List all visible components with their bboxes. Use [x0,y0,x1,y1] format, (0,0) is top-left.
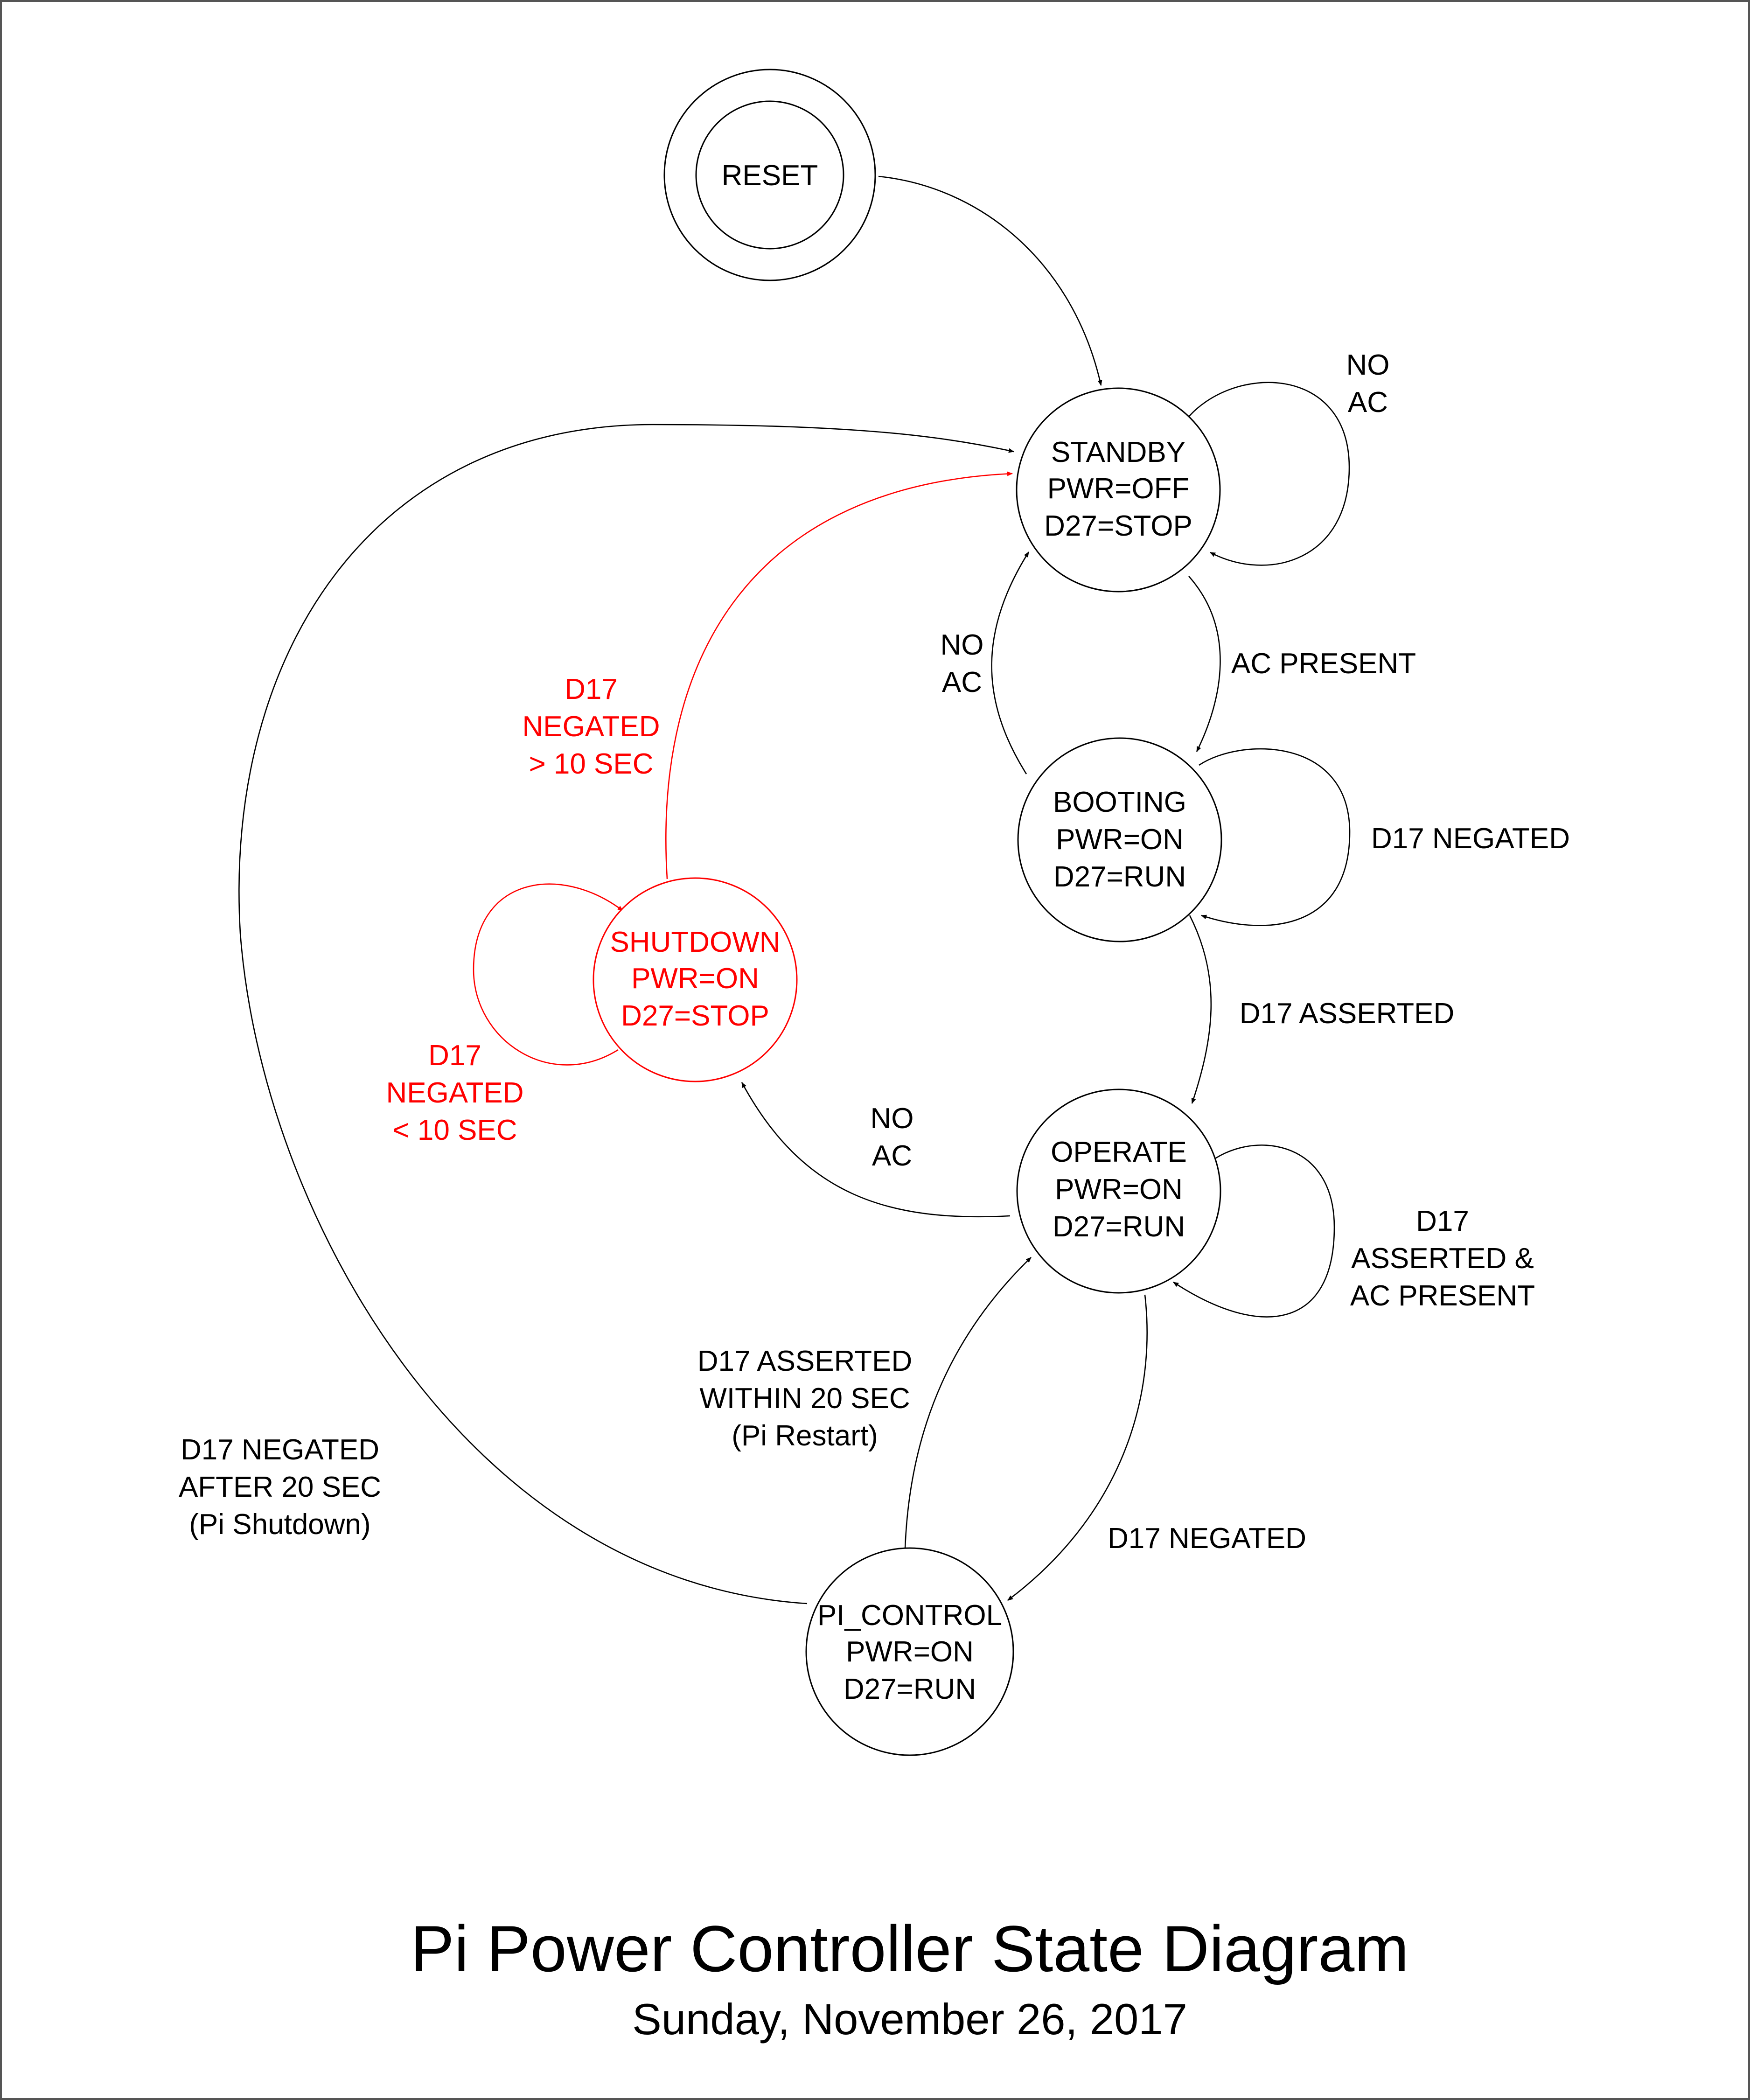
edge-operate-to-shutdown [741,1082,1011,1218]
label-picontrol-to-operate-line3: (Pi Restart) [732,1420,878,1452]
state-pi-control: PI_CONTROL PWR=ON D27=RUN [805,1547,1014,1756]
edge-booting-to-standby [991,551,1030,774]
label-operate-to-shutdown-line1: NO [871,1102,914,1135]
operate-circle [1016,1088,1221,1294]
label-shutdown-self-line2: NEGATED [386,1077,523,1109]
label-booting-to-standby: NO AC [941,629,984,698]
label-standby-to-booting: AC PRESENT [1231,648,1416,680]
edge-standby-self-loop [1185,382,1350,566]
label-picontrol-to-operate-line2: WITHIN 20 SEC [699,1382,910,1415]
pi-control-pwr: PWR=ON [846,1636,974,1668]
edge-operate-self-loop [1173,1144,1335,1318]
booting-name: BOOTING [1053,786,1186,818]
label-booting-to-operate: D17 ASSERTED [1240,998,1455,1030]
label-operate-to-shutdown-line2: AC [872,1140,912,1172]
edge-operate-to-picontrol [1007,1294,1148,1601]
shutdown-circle [593,877,798,1082]
label-operate-self-line3: AC PRESENT [1350,1280,1535,1312]
label-shutdown-self-line1: D17 [428,1040,481,1072]
label-picontrol-to-operate: D17 ASSERTED WITHIN 20 SEC (Pi Restart) [697,1345,913,1452]
operate-pwr: PWR=ON [1055,1173,1183,1206]
state-booting: BOOTING PWR=ON D27=RUN [1017,737,1222,942]
edge-reset-to-standby [878,175,1102,386]
label-booting-to-standby-line1: NO [941,629,984,661]
operate-d27: D27=RUN [1053,1211,1185,1243]
label-standby-self: NO AC [1346,349,1390,419]
label-shutdown-to-standby-line1: D17 [565,673,618,705]
reset-label: RESET [722,160,818,192]
label-standby-self-line1: NO [1346,349,1390,381]
state-operate: OPERATE PWR=ON D27=RUN [1016,1088,1221,1294]
standby-pwr: PWR=OFF [1047,473,1190,505]
pi-control-circle [805,1547,1014,1756]
label-picontrol-to-operate-line1: D17 ASSERTED [697,1345,913,1377]
edge-picontrol-to-operate [904,1257,1032,1549]
standby-circle [1016,387,1221,593]
edge-booting-to-operate [1189,915,1212,1104]
booting-circle [1017,737,1222,942]
label-operate-to-picontrol: D17 NEGATED [1108,1522,1306,1555]
label-booting-to-standby-line2: AC [942,666,982,698]
shutdown-name: SHUTDOWN [610,926,780,958]
label-operate-self: D17 ASSERTED & AC PRESENT [1350,1205,1535,1312]
state-shutdown: SHUTDOWN PWR=ON D27=STOP [593,877,798,1082]
edge-standby-to-booting [1188,576,1221,752]
reset-inner-ring [695,100,844,250]
label-operate-self-line1: D17 [1416,1205,1469,1237]
edge-shutdown-to-standby [665,471,1013,879]
label-shutdown-self-line3: < 10 SEC [392,1114,517,1146]
label-shutdown-to-standby: D17 NEGATED > 10 SEC [522,673,660,780]
label-shutdown-self: D17 NEGATED < 10 SEC [386,1040,523,1146]
label-picontrol-to-standby-line3: (Pi Shutdown) [189,1508,370,1541]
label-operate-to-shutdown: NO AC [871,1102,914,1172]
edge-shutdown-self-loop [473,883,623,1066]
state-standby: STANDBY PWR=OFF D27=STOP [1016,387,1221,593]
shutdown-pwr: PWR=ON [631,963,759,995]
standby-name: STANDBY [1051,436,1185,468]
pi-control-name: PI_CONTROL [817,1599,1002,1632]
pi-control-d27: D27=RUN [844,1673,976,1705]
edge-picontrol-to-standby [238,424,1014,1605]
edge-booting-self-loop [1199,748,1351,926]
operate-name: OPERATE [1051,1136,1187,1168]
label-standby-self-line2: AC [1348,386,1388,419]
label-booting-self: D17 NEGATED [1371,823,1570,855]
label-picontrol-to-standby: D17 NEGATED AFTER 20 SEC (Pi Shutdown) [179,1434,381,1541]
label-operate-self-line2: ASSERTED & [1351,1242,1534,1275]
label-picontrol-to-standby-line1: D17 NEGATED [181,1434,379,1466]
diagram-date: Sunday, November 26, 2017 [632,1995,1187,2044]
booting-pwr: PWR=ON [1056,823,1184,856]
standby-d27: D27=STOP [1044,510,1192,542]
label-shutdown-to-standby-line2: NEGATED [522,711,660,743]
state-reset: RESET [663,69,876,281]
diagram-title: Pi Power Controller State Diagram [411,1912,1409,1985]
label-picontrol-to-standby-line2: AFTER 20 SEC [179,1471,381,1503]
shutdown-d27: D27=STOP [621,1000,769,1032]
booting-d27: D27=RUN [1053,861,1186,893]
label-shutdown-to-standby-line3: > 10 SEC [529,748,653,780]
